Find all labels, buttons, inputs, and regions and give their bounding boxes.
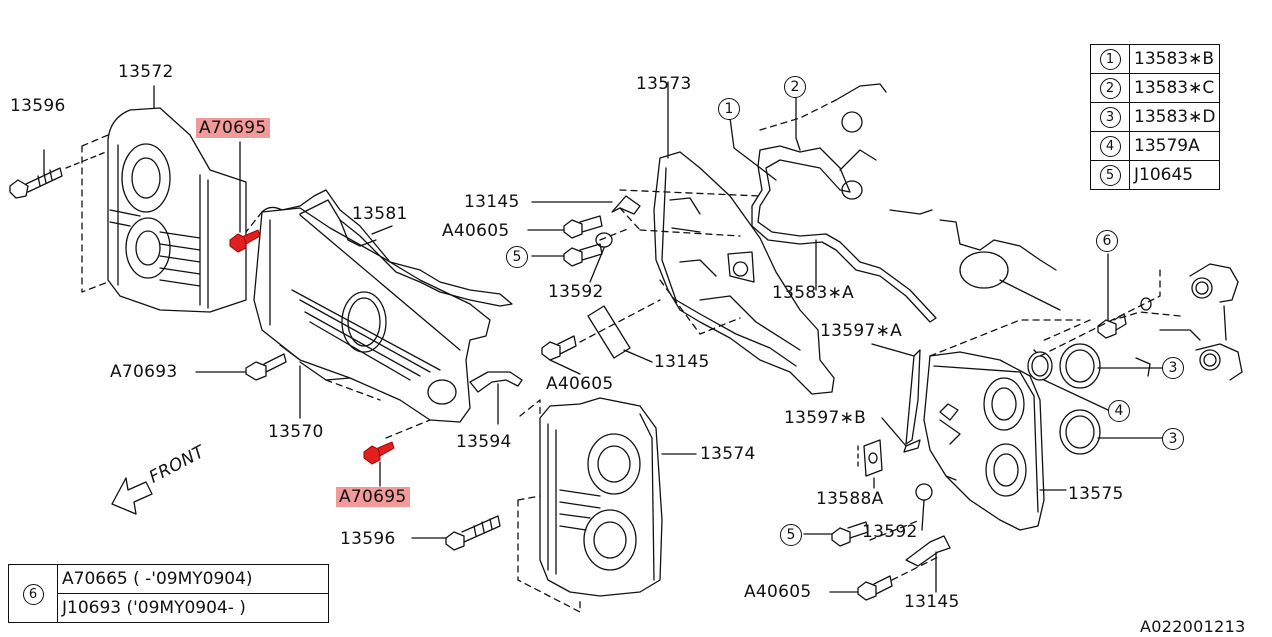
part-label-13575[interactable]: 13575 bbox=[1068, 484, 1124, 504]
callout-1[interactable]: 1 bbox=[718, 98, 740, 120]
bracket-13594 bbox=[469, 371, 523, 393]
bolt-j10645-bottom bbox=[803, 521, 869, 547]
part-label-13597b[interactable]: 13597∗B bbox=[784, 408, 867, 428]
legend-row: 3 13583∗D bbox=[1090, 102, 1221, 132]
callout-3-bottom[interactable]: 3 bbox=[1162, 428, 1184, 450]
part-label-13145-center[interactable]: 13145 bbox=[654, 352, 710, 372]
legend-variant-text[interactable]: A70665 ( -'09MY0904) bbox=[57, 564, 329, 594]
legend-part-number[interactable]: 13583∗B bbox=[1128, 44, 1221, 74]
part-label-13588a[interactable]: 13588A bbox=[816, 489, 884, 509]
callout-5-bottom[interactable]: 5 bbox=[780, 524, 802, 546]
legend-row: 1 13583∗B bbox=[1090, 44, 1221, 74]
part-label-13594[interactable]: 13594 bbox=[456, 432, 512, 452]
part-label-a70695-bottom-highlighted[interactable]: A70695 bbox=[336, 487, 410, 507]
callout-4[interactable]: 4 bbox=[1108, 400, 1130, 422]
oil-seal-3-bottom bbox=[1059, 409, 1163, 455]
bolt-a40605-top bbox=[527, 215, 603, 239]
timing-belt-cover-13570 bbox=[253, 207, 491, 423]
clip-13145-center bbox=[587, 305, 653, 363]
part-label-13570[interactable]: 13570 bbox=[268, 422, 324, 442]
legend-part-number[interactable]: 13579A bbox=[1128, 131, 1221, 161]
clip-13145-top bbox=[531, 195, 641, 215]
seal-13597b bbox=[903, 439, 921, 453]
legend-callout-number: 5 bbox=[1099, 165, 1121, 186]
diagram-id: A022001213 bbox=[1140, 617, 1246, 636]
seal-13581 bbox=[261, 189, 513, 307]
part-label-a70693[interactable]: A70693 bbox=[110, 362, 178, 382]
legend-row: 5 J10645 bbox=[1090, 160, 1221, 190]
legend-row: 4 13579A bbox=[1090, 131, 1221, 161]
bolt-a70693 bbox=[195, 353, 287, 381]
part-label-13573[interactable]: 13573 bbox=[636, 74, 692, 94]
inner-cover-13573 bbox=[653, 81, 835, 395]
callout-6[interactable]: 6 bbox=[1096, 230, 1118, 252]
bolt-13596-bottom bbox=[411, 515, 501, 551]
clip-13145-bottom bbox=[905, 535, 951, 593]
part-label-a70695-top-highlighted[interactable]: A70695 bbox=[196, 118, 270, 138]
legend-callout-number: 6 bbox=[22, 583, 44, 605]
legend-row: 6 A70665 ( -'09MY0904) bbox=[8, 564, 329, 623]
collar-13592-bottom bbox=[915, 483, 933, 531]
bolt-a40605-center bbox=[541, 299, 661, 375]
collar-13592-top bbox=[589, 232, 613, 283]
part-label-13592-bottom[interactable]: 13592 bbox=[862, 522, 918, 542]
timing-belt-cover-13575 bbox=[923, 351, 1067, 531]
red-bolt-a70695-top bbox=[229, 229, 261, 253]
part-label-a40605-top[interactable]: A40605 bbox=[442, 221, 510, 241]
engine-block-outline bbox=[619, 83, 1061, 311]
timing-belt-cover-13574 bbox=[517, 397, 697, 613]
legend-callout-number: 1 bbox=[1099, 49, 1121, 70]
legend-variant-text[interactable]: J10693 ('09MY0904- ) bbox=[57, 593, 329, 623]
part-label-13145-top[interactable]: 13145 bbox=[464, 192, 520, 212]
part-label-13596-top[interactable]: 13596 bbox=[10, 96, 66, 116]
part-label-13574[interactable]: 13574 bbox=[700, 444, 756, 464]
seal-13597a bbox=[905, 349, 921, 445]
part-label-a40605-center[interactable]: A40605 bbox=[546, 374, 614, 394]
part-label-13596-bottom[interactable]: 13596 bbox=[340, 529, 396, 549]
part-label-13581[interactable]: 13581 bbox=[352, 204, 408, 224]
camshaft-sprocket-area bbox=[929, 263, 1243, 381]
legend-callout-number: 3 bbox=[1099, 107, 1121, 128]
legend-row: J10693 ('09MY0904- ) bbox=[9, 593, 329, 623]
part-label-13145-bottom[interactable]: 13145 bbox=[904, 592, 960, 612]
legend-part-number[interactable]: J10645 bbox=[1128, 160, 1221, 190]
legend-callout-number: 2 bbox=[1099, 78, 1121, 99]
part-label-13592-top[interactable]: 13592 bbox=[548, 282, 604, 302]
legend-callout-number: 4 bbox=[1099, 136, 1121, 157]
bolt-j10645-top bbox=[531, 243, 603, 267]
part-label-a40605-bottom[interactable]: A40605 bbox=[744, 582, 812, 602]
red-bolt-a70695-bottom bbox=[363, 441, 395, 465]
gasket-13588a bbox=[857, 439, 883, 489]
callout-legend-table: 1 13583∗B 2 13583∗C 3 13583∗D 4 13579A 5… bbox=[1090, 44, 1221, 190]
callout-2[interactable]: 2 bbox=[784, 76, 806, 98]
legend-row: 2 13583∗C bbox=[1090, 73, 1221, 103]
callout-5-top[interactable]: 5 bbox=[506, 246, 528, 268]
front-arrow bbox=[111, 477, 153, 515]
bolt-a40605-bottom bbox=[829, 575, 893, 601]
legend-part-number[interactable]: 13583∗D bbox=[1128, 102, 1221, 132]
seal-13583a bbox=[751, 145, 937, 323]
part-label-13572[interactable]: 13572 bbox=[118, 62, 174, 82]
bolt-13596-top bbox=[9, 149, 107, 199]
part-label-13583a[interactable]: 13583∗A bbox=[772, 283, 855, 303]
part-label-13597a[interactable]: 13597∗A bbox=[820, 321, 903, 341]
legend-part-number[interactable]: 13583∗C bbox=[1128, 73, 1221, 103]
timing-belt-cover-13572 bbox=[81, 107, 247, 313]
variant-legend-table: 6 A70665 ( -'09MY0904) J10693 ('09MY0904… bbox=[8, 564, 329, 623]
callout-3-top[interactable]: 3 bbox=[1162, 357, 1184, 379]
oil-seal-3-top bbox=[1059, 343, 1163, 389]
